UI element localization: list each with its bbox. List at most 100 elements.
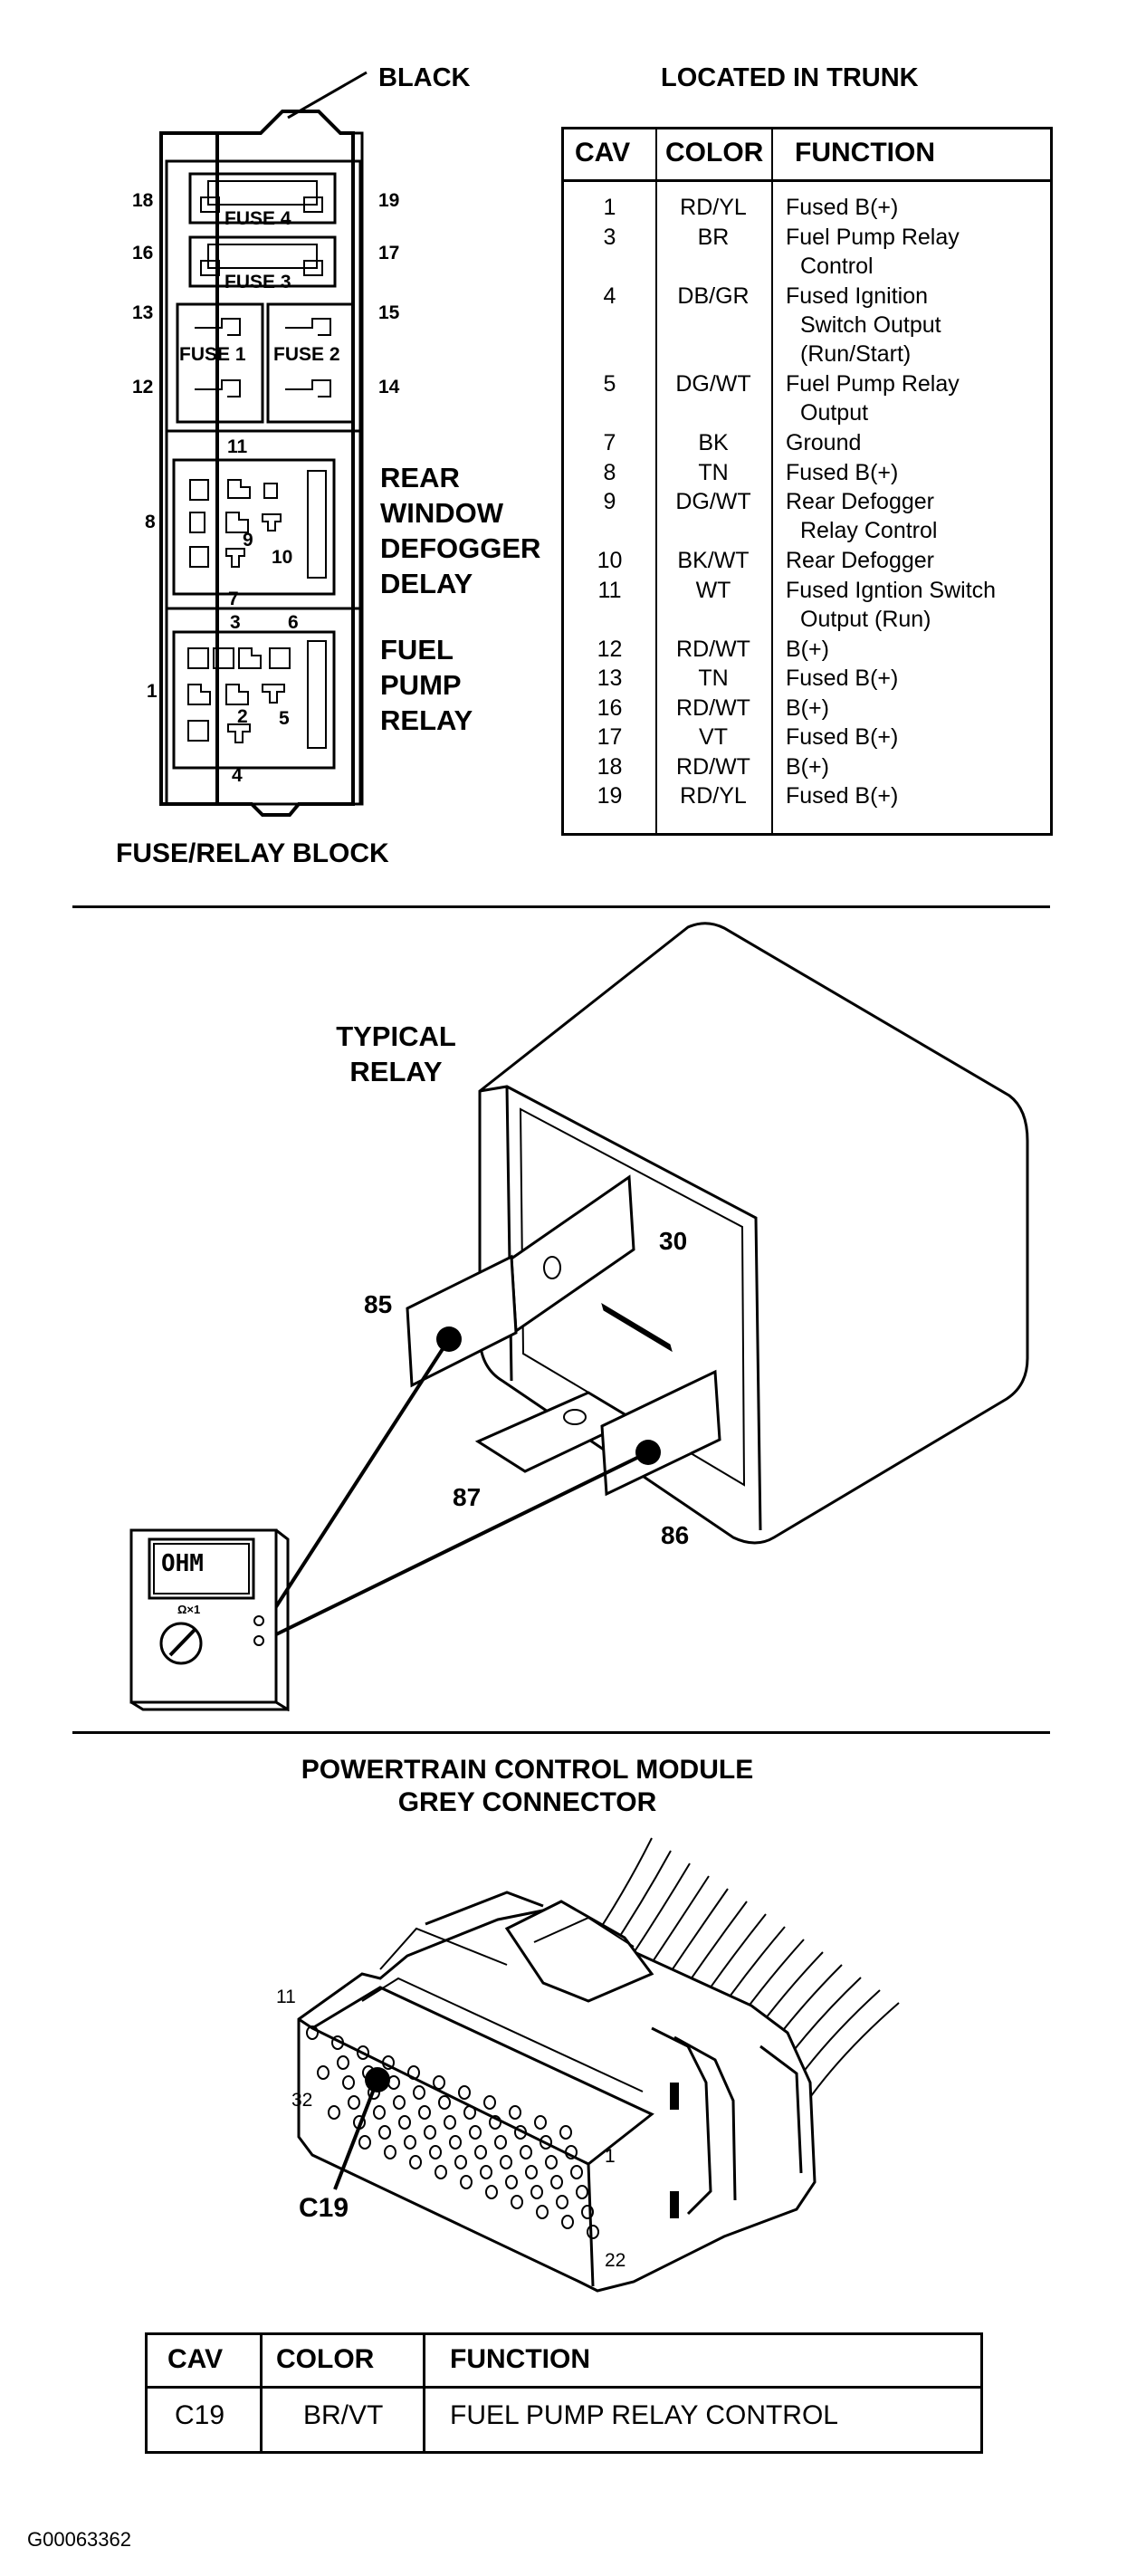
cav-cell: 18 — [597, 753, 623, 780]
pcm-connector-drawing — [297, 1837, 900, 2293]
connector-pin-hole — [550, 2175, 563, 2189]
fuse-2-label: FUSE 2 — [273, 344, 340, 365]
pin-9-label: 9 — [243, 530, 253, 551]
connector-pin-hole — [424, 2125, 436, 2140]
header-cav: CAV — [575, 138, 631, 168]
connector-pin-hole — [433, 2075, 445, 2090]
connector-pin-hole — [331, 2035, 344, 2050]
connector-pin-hole — [342, 2075, 355, 2090]
connector-pin-hole — [505, 2175, 518, 2189]
connector-pin-hole — [500, 2155, 512, 2169]
connector-pin-hole — [438, 2095, 451, 2110]
connector-pin-hole — [358, 2135, 371, 2150]
color-cell: BK/WT — [677, 548, 750, 573]
terminal-86-label: 86 — [661, 1521, 690, 1549]
pcm-pin-32-label: 32 — [291, 2090, 313, 2111]
color-cell: DB/GR — [677, 282, 750, 309]
function-cell: Fused B(+) — [786, 664, 1048, 693]
function-line: Fused Igntion Switch — [786, 577, 997, 603]
pcm-pin-22-label: 22 — [605, 2250, 626, 2271]
cav-cell: 7 — [603, 430, 616, 455]
connector-pin-hole — [556, 2195, 568, 2209]
function-cell: B(+) — [786, 752, 1048, 781]
connector-pin-hole — [514, 2125, 527, 2140]
connector-pin-hole — [540, 2135, 552, 2150]
color-cell: DG/WT — [675, 489, 751, 514]
typical-relay-title: TYPICAL RELAY — [330, 1019, 462, 1089]
cav-cell: 9 — [603, 489, 616, 514]
cav-cell: 16 — [597, 694, 623, 721]
connector-pin-hole — [480, 2165, 492, 2179]
connector-pin-hole — [404, 2135, 416, 2150]
relay2-label-line: RELAY — [380, 704, 473, 736]
pin-19-label: 19 — [378, 190, 400, 211]
pcm-title-line: POWERTRAIN CONTROL MODULE — [301, 1755, 754, 1785]
function-cell: B(+) — [786, 635, 1048, 664]
connector-pin-hole — [398, 2115, 411, 2130]
pcm-connector-title: POWERTRAIN CONTROL MODULE GREY CONNECTOR — [0, 1754, 1055, 1819]
connector-pin-hole — [534, 2115, 547, 2130]
pin-13-label: 13 — [132, 302, 154, 323]
function-line: Fused Ignition — [786, 282, 929, 309]
connector-pin-hole — [458, 2085, 471, 2100]
rear-window-defogger-delay-label: REAR WINDOW DEFOGGER DELAY — [380, 460, 540, 601]
relay2-label-line: PUMP — [380, 669, 462, 701]
relay1-label-line: REAR — [380, 462, 460, 493]
cav-cell: 5 — [603, 371, 616, 397]
section-divider — [72, 905, 1050, 908]
pin-5-label: 5 — [279, 708, 290, 729]
function-cell: Fused B(+) — [786, 723, 1048, 752]
connector-pin-hole — [469, 2125, 482, 2140]
cav-cell: 3 — [603, 224, 616, 250]
pin-18-label: 18 — [132, 190, 154, 211]
pin-2-label: 2 — [237, 706, 248, 727]
connector-pins — [306, 2025, 599, 2239]
fuse-block-drawing — [159, 71, 368, 817]
table-header-row: CAV COLOR FUNCTION — [564, 129, 1050, 182]
function-line: Rear Defogger — [786, 548, 934, 573]
connector-pin-hole — [570, 2165, 583, 2179]
function-cell: Fused B(+) — [786, 193, 1048, 222]
cav-cell: 13 — [597, 666, 623, 691]
connector-pin-hole — [581, 2205, 594, 2219]
connector-pin-hole — [429, 2145, 442, 2159]
c19-callout: C19 — [299, 2193, 349, 2223]
relay-title-line: RELAY — [349, 1056, 443, 1087]
function-line: Output — [800, 400, 869, 426]
pin-14-label: 14 — [378, 377, 400, 397]
connector-pin-hole — [384, 2145, 396, 2159]
connector-pin-hole — [413, 2085, 425, 2100]
function-line: B(+) — [786, 636, 829, 662]
color-cell: VT — [699, 724, 728, 750]
connector-pin-hole — [474, 2145, 487, 2159]
connector-pin-hole — [328, 2105, 340, 2120]
pin-12-label: 12 — [132, 377, 154, 397]
relay-drawing — [129, 922, 1029, 1711]
ohmmeter-display: OHM — [161, 1550, 204, 1577]
function-line: Control — [800, 253, 874, 279]
pin-8-label: 8 — [145, 512, 156, 532]
connector-pin-hole — [520, 2145, 532, 2159]
color-cell: TN — [698, 666, 729, 691]
terminal-30-label: 30 — [659, 1227, 688, 1255]
row-color: BR/VT — [303, 2400, 384, 2430]
connector-pin-hole — [454, 2155, 467, 2169]
black-label: BLACK — [378, 63, 471, 92]
connector-pin-hole — [435, 2165, 447, 2179]
connector-pin-hole — [530, 2185, 543, 2199]
table-divider — [260, 2335, 263, 2451]
function-line: Fused B(+) — [786, 724, 899, 750]
function-line: Fuel Pump Relay — [786, 371, 960, 397]
connector-pin-hole — [509, 2105, 521, 2120]
relay2-label-line: FUEL — [380, 634, 454, 666]
relay-title-line: TYPICAL — [336, 1020, 456, 1052]
function-cell: B(+) — [786, 694, 1048, 723]
connector-pin-hole — [357, 2045, 369, 2060]
pin-16-label: 16 — [132, 243, 154, 263]
connector-pin-hole — [418, 2105, 431, 2120]
function-line: B(+) — [786, 753, 829, 780]
